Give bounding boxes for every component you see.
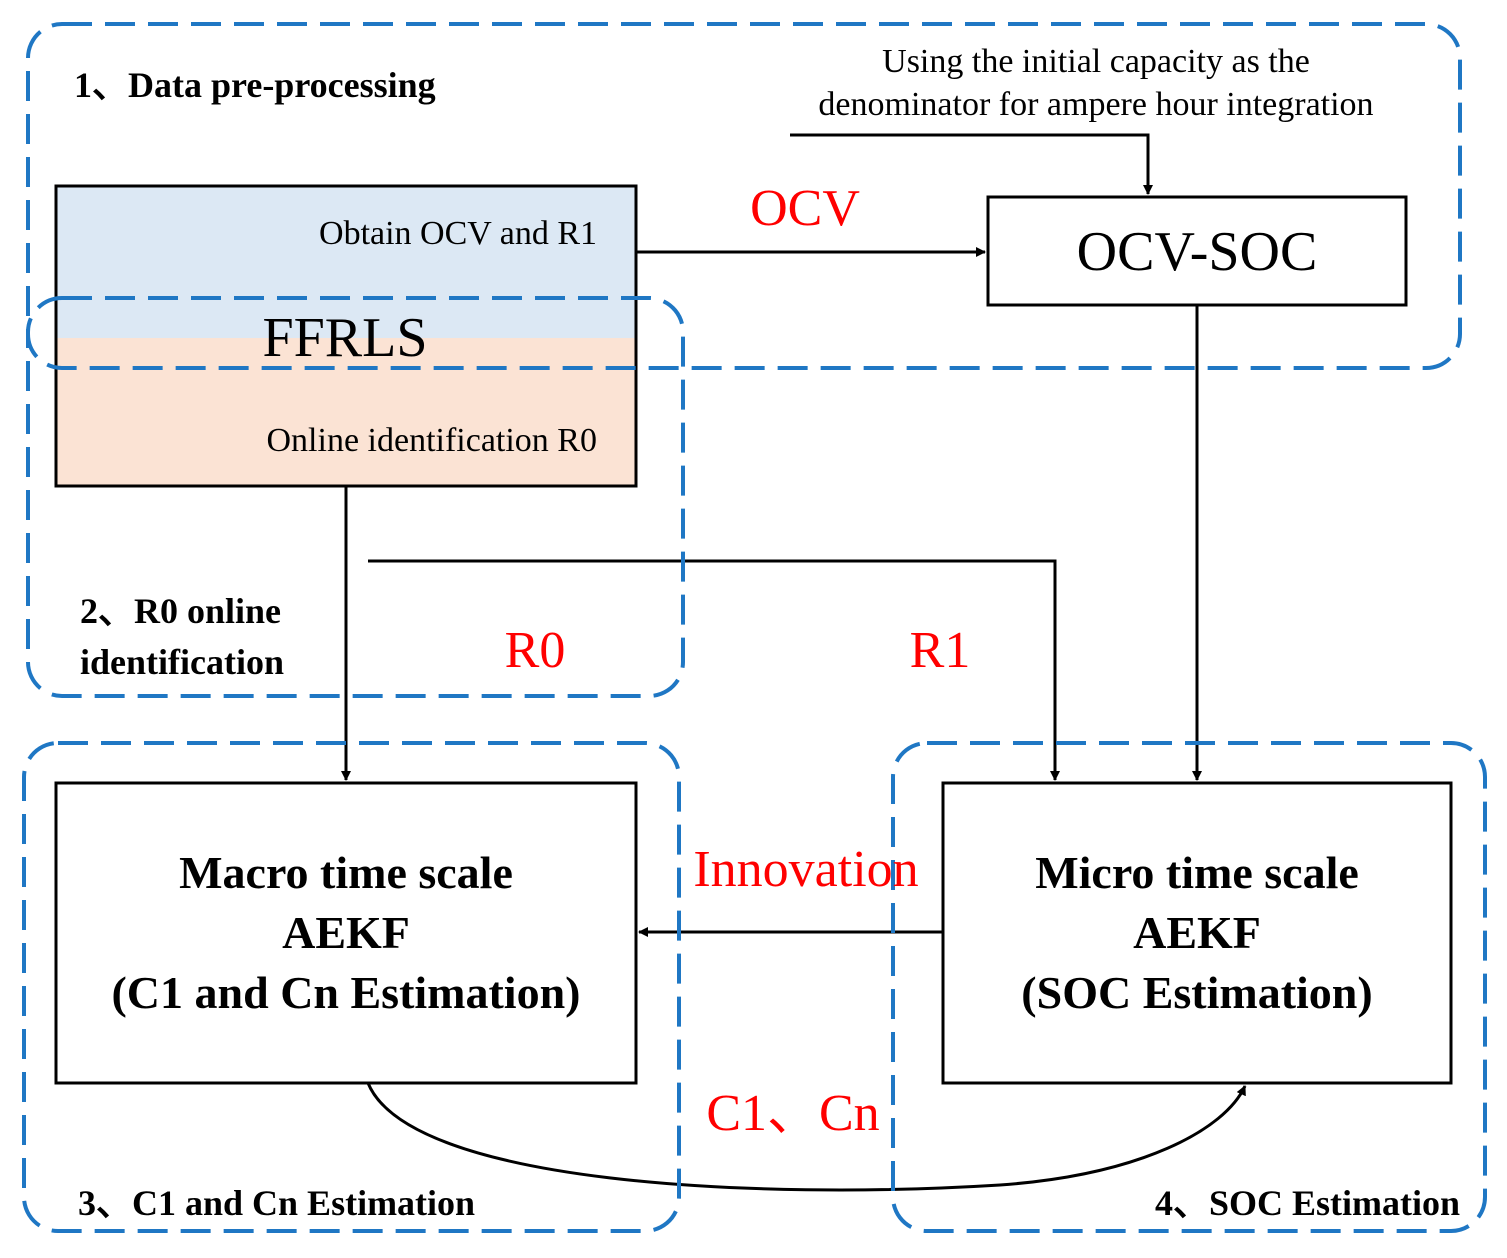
region-r0-online-identification (26, 296, 685, 698)
region-label-r0-line1: 2、R0 online (80, 591, 281, 631)
micro-line1: Micro time scale (1035, 847, 1359, 898)
region-label-soc-estimation: 4、SOC Estimation (1155, 1183, 1460, 1223)
macro-line1: Macro time scale (179, 847, 513, 898)
edge-label-c1-cn: C1、Cn (706, 1085, 879, 1142)
c1-cn-arrow (366, 1082, 1247, 1192)
edge-label-r1: R1 (910, 622, 971, 679)
annotation-line1: Using the initial capacity as the (882, 43, 1310, 80)
macro-line2: AEKF (282, 907, 410, 958)
edge-label-ocv: OCV (750, 180, 860, 237)
micro-line3: (SOC Estimation) (1021, 967, 1372, 1018)
micro-aekf-box (941, 781, 1453, 1085)
region-label-r0-line2: identification (80, 642, 284, 682)
ffrls-center-label: FFRLS (263, 307, 428, 369)
edge-label-r0: R0 (505, 622, 566, 679)
ffrls-box-bottom-fill (56, 338, 636, 486)
ffrls-top-label: Obtain OCV and R1 (319, 215, 597, 252)
r1-arrow (368, 559, 1060, 781)
micro-line2: AEKF (1133, 907, 1261, 958)
ffrls-bottom-label: Online identification R0 (267, 422, 598, 459)
annotation-line2: denominator for ampere hour integration (818, 86, 1373, 123)
region-soc-estimation (891, 741, 1487, 1233)
region-label-data-preprocessing: 1、Data pre-processing (74, 65, 436, 105)
region-label-c1-cn-estimation: 3、C1 and Cn Estimation (78, 1183, 475, 1223)
macro-line3: (C1 and Cn Estimation) (111, 967, 580, 1018)
edge-label-innovation: Innovation (693, 841, 918, 898)
region-c1-cn-estimation (22, 741, 681, 1233)
macro-aekf-box (54, 781, 638, 1085)
capacity-arrow (790, 133, 1153, 195)
ocv-soc-box (986, 195, 1408, 307)
ocv-soc-label: OCV-SOC (1077, 221, 1318, 283)
ffrls-box-top-fill (56, 186, 636, 338)
region-data-preprocessing (26, 22, 1462, 370)
